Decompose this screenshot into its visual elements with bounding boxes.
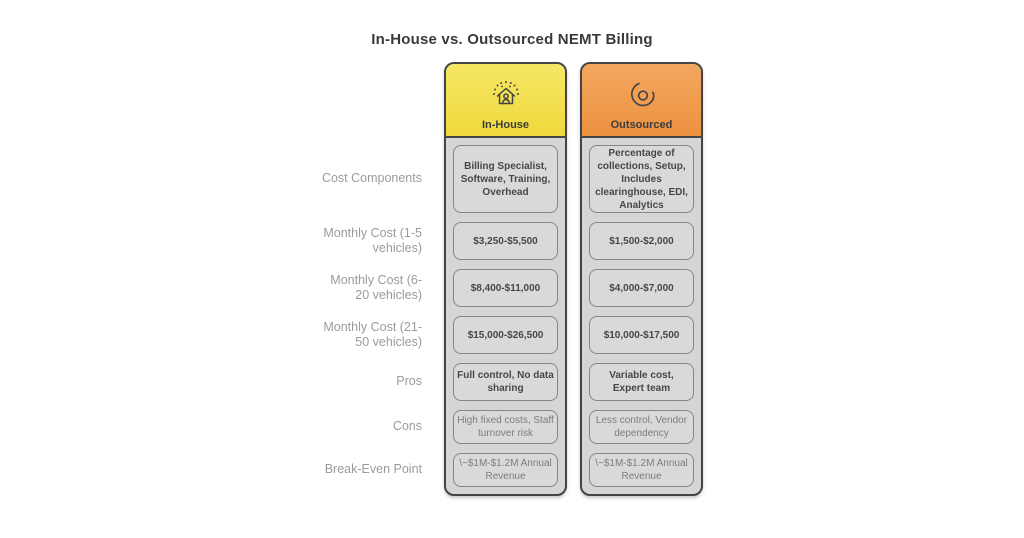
header-spacer [318, 62, 422, 145]
cell-inhouse-monthly-21-50: $15,000-$26,500 [453, 316, 558, 354]
cell-outsourced-cost-components: Percentage of collections, Setup, Includ… [589, 145, 694, 213]
cell-inhouse-break-even: \~$1M-$1.2M Annual Revenue [453, 453, 558, 487]
cell-outsourced-pros: Variable cost, Expert team [589, 363, 694, 401]
outsourced-body: Percentage of collections, Setup, Includ… [582, 138, 701, 494]
cell-inhouse-pros: Full control, No data sharing [453, 363, 558, 401]
cell-outsourced-monthly-6-20: $4,000-$7,000 [589, 269, 694, 307]
outsourced-column-title: Outsourced [610, 119, 673, 131]
cell-outsourced-break-even: \~$1M-$1.2M Annual Revenue [589, 453, 694, 487]
row-label-pros: Pros [396, 374, 422, 389]
hand-holding-circle-icon [624, 77, 660, 118]
outsourced-header: Outsourced [582, 64, 701, 138]
row-label-monthly-6-20: Monthly Cost (6-20 vehicles) [330, 272, 422, 302]
inhouse-header: In-House [446, 64, 565, 138]
outsourced-column: Outsourced Percentage of collections, Se… [580, 62, 703, 496]
row-labels-column: Cost Components Monthly Cost (1-5 vehicl… [318, 62, 444, 496]
cell-outsourced-cons: Less control, Vendor dependency [589, 410, 694, 444]
cell-inhouse-cost-components: Billing Specialist, Software, Training, … [453, 145, 558, 213]
inhouse-column-title: In-House [481, 119, 530, 131]
page-title: In-House vs. Outsourced NEMT Billing [371, 31, 653, 48]
inhouse-column: In-House Billing Specialist, Software, T… [444, 62, 567, 496]
row-label-monthly-21-50: Monthly Cost (21-50 vehicles) [323, 319, 422, 349]
row-label-break-even: Break-Even Point [324, 462, 422, 477]
inhouse-body: Billing Specialist, Software, Training, … [446, 138, 565, 494]
cell-inhouse-monthly-1-5: $3,250-$5,500 [453, 222, 558, 260]
cell-outsourced-monthly-1-5: $1,500-$2,000 [589, 222, 694, 260]
cell-inhouse-monthly-6-20: $8,400-$11,000 [453, 269, 558, 307]
comparison-layout: Cost Components Monthly Cost (1-5 vehicl… [318, 62, 703, 496]
cell-outsourced-monthly-21-50: $10,000-$17,500 [589, 316, 694, 354]
cell-inhouse-cons: High fixed costs, Staff turnover risk [453, 410, 558, 444]
row-label-cost-components: Cost Components [321, 171, 422, 186]
row-label-monthly-1-5: Monthly Cost (1-5 vehicles) [323, 225, 422, 255]
row-label-cons: Cons [392, 419, 422, 434]
house-person-icon [488, 77, 524, 118]
